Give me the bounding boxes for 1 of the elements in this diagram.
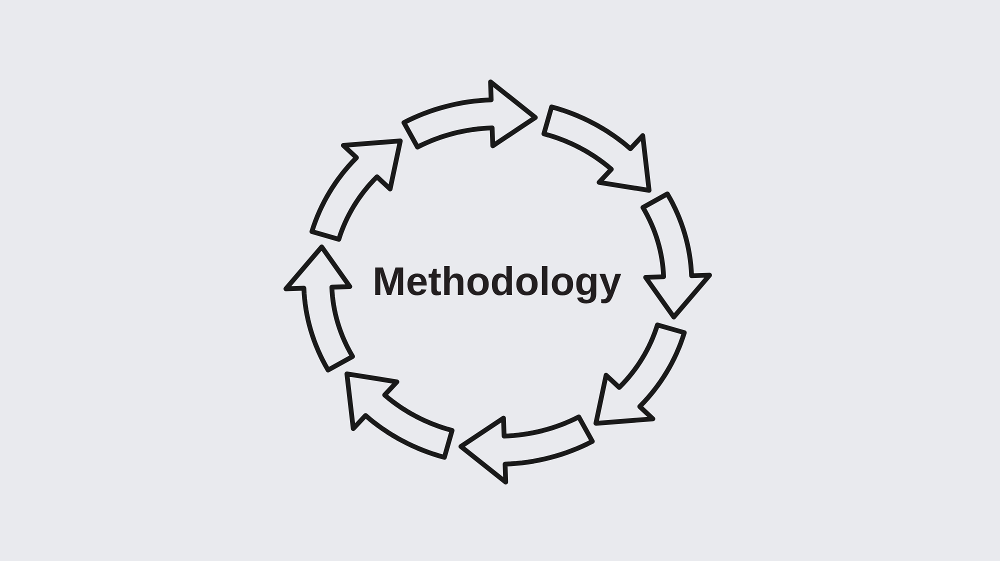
center-label: Methodology [372, 262, 622, 302]
